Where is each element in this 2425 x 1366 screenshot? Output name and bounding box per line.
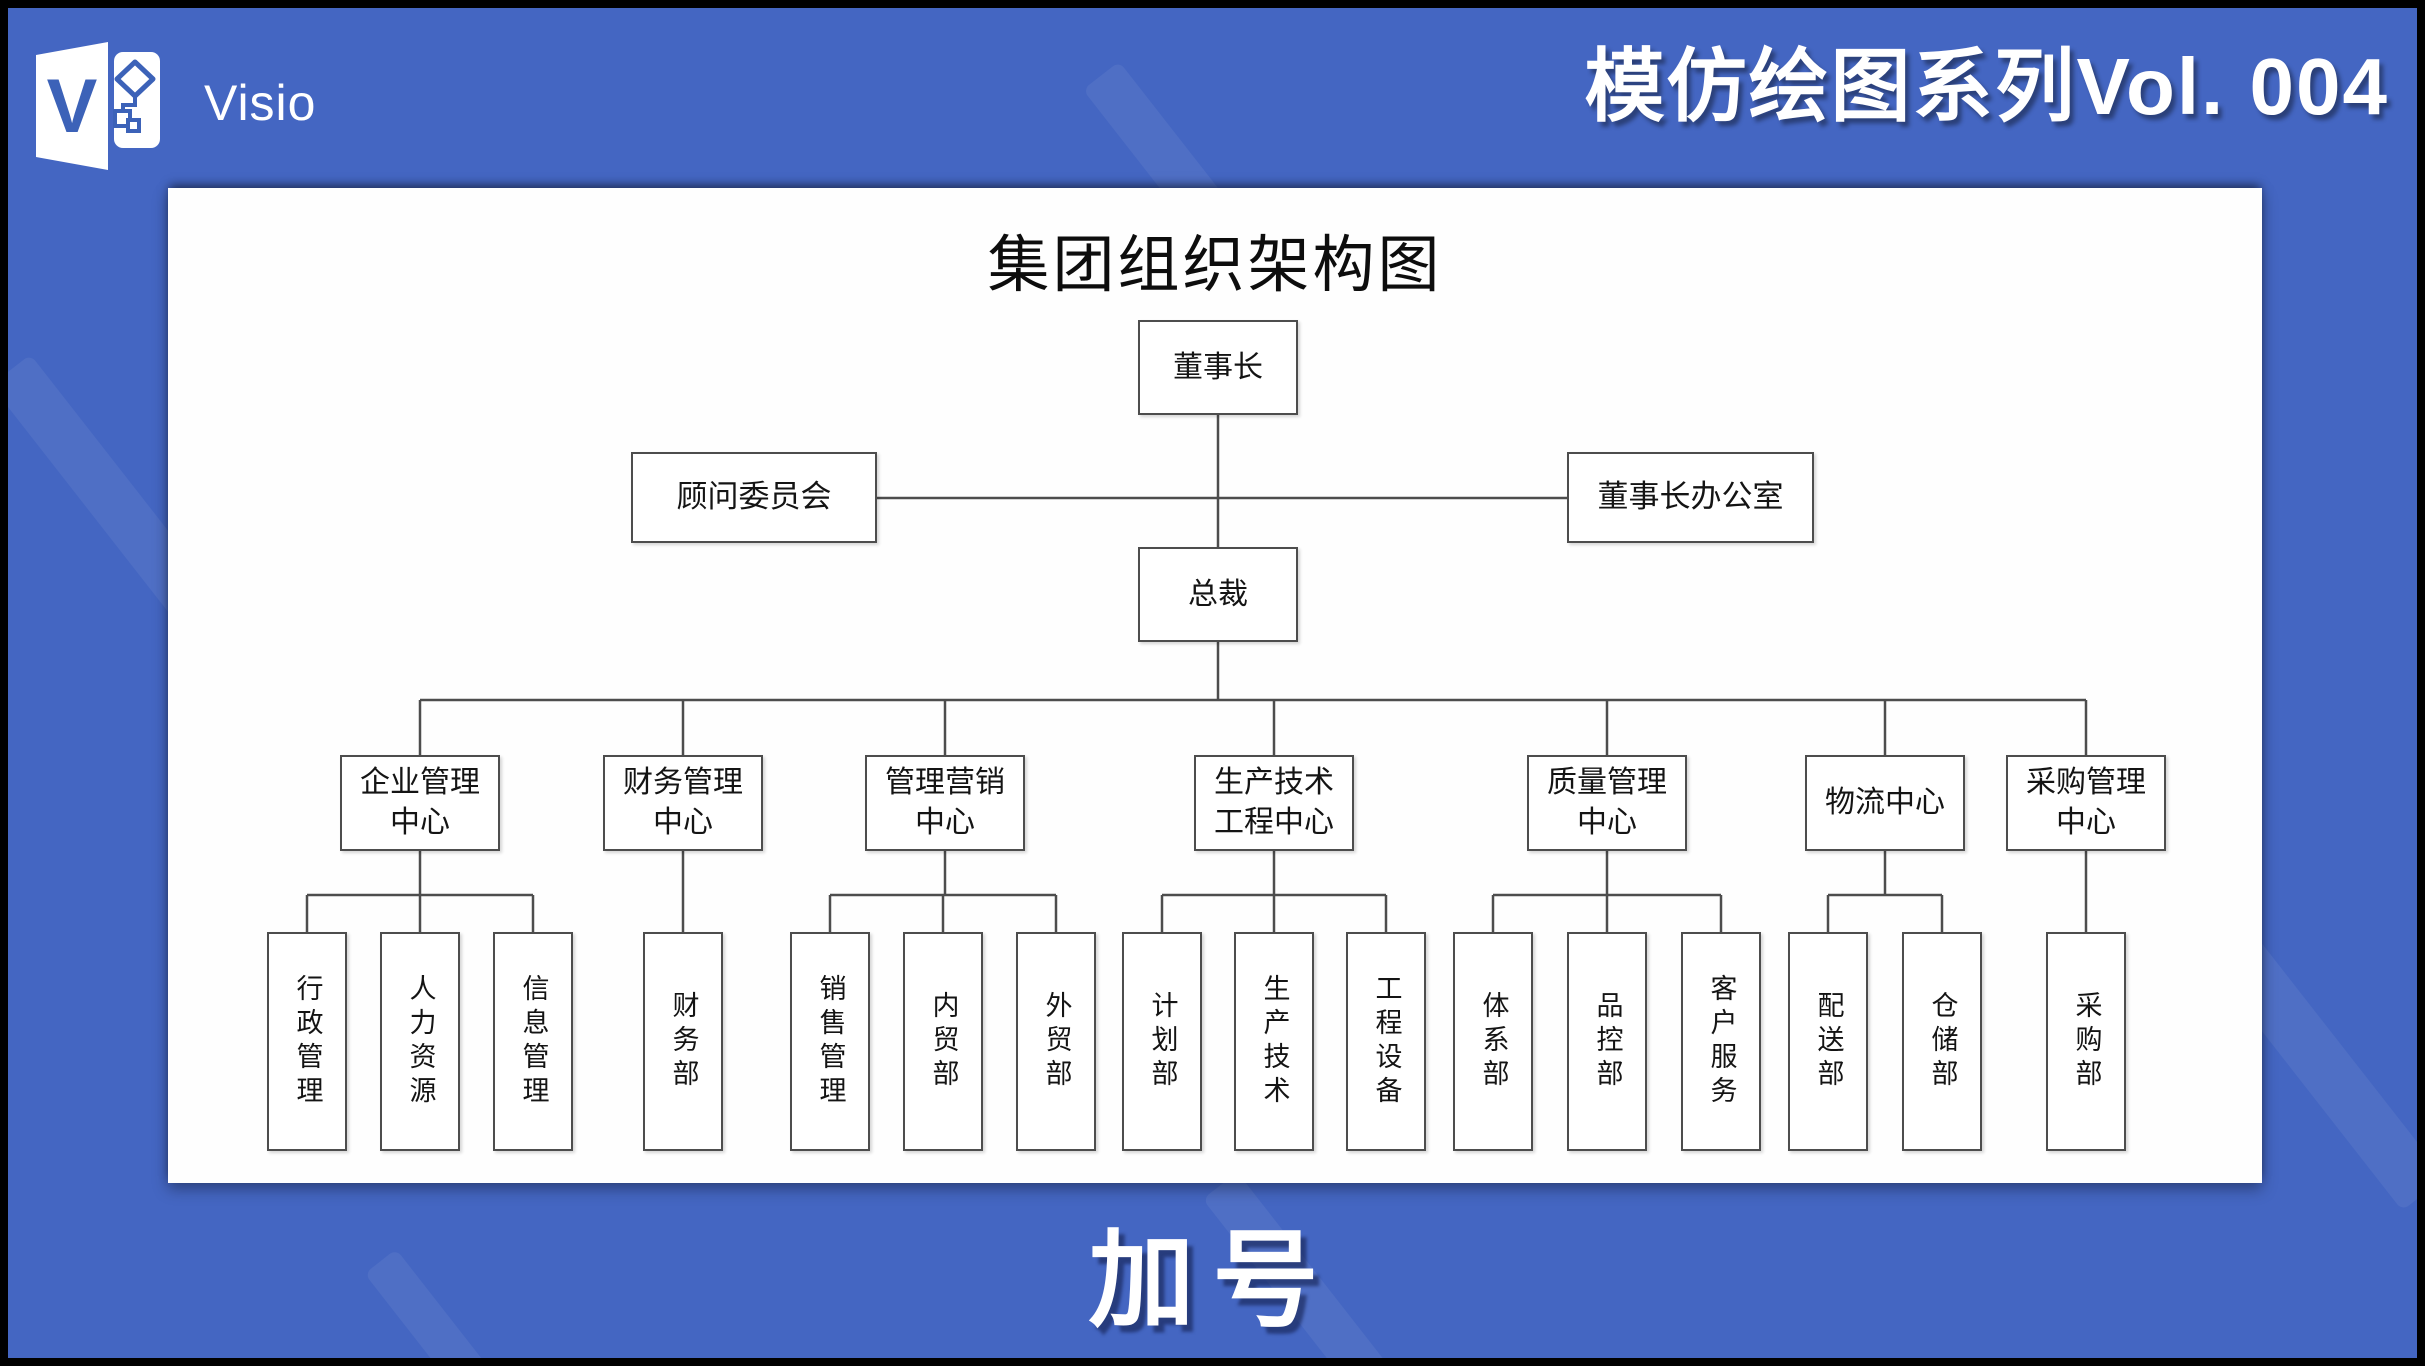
node-sales-management: 销售管理 [790,932,870,1151]
node-administration: 行政管理 [267,932,347,1151]
visio-logo-letter: V [47,64,98,149]
small-square-shape-icon [126,118,141,133]
node-quality-management-center: 质量管理 中心 [1527,755,1687,851]
connector-glyph [121,96,137,111]
node-engineering-equipment: 工程设备 [1346,932,1426,1151]
connector-lines [305,415,2088,932]
node-enterprise-management-center: 企业管理 中心 [340,755,500,851]
node-foreign-trade-dept: 外贸部 [1016,932,1096,1151]
org-chart-canvas: 集团组织架构图 董事长 顾问委员会 董事长办公室 总裁 企业管理 中心 财务管理… [168,188,2262,1183]
node-marketing-management-center: 管理营销 中心 [865,755,1025,851]
series-title: 模仿绘图系列Vol. 004 [1584,42,2389,131]
node-finance-management-center: 财务管理 中心 [603,755,763,851]
node-chairman: 董事长 [1138,320,1298,415]
node-chairman-office: 董事长办公室 [1567,452,1814,543]
node-advisory-committee: 顾问委员会 [631,452,877,543]
visio-fold-shape [36,42,108,170]
node-procurement-management-center: 采购管理 中心 [2006,755,2166,851]
visio-logo-icon: V [36,42,160,170]
node-domestic-trade-dept: 内贸部 [903,932,983,1151]
node-information-management: 信息管理 [493,932,573,1151]
node-distribution-dept: 配送部 [1788,932,1868,1151]
node-quality-control-dept: 品控部 [1567,932,1647,1151]
node-human-resources: 人力资源 [380,932,460,1151]
node-system-dept: 体系部 [1453,932,1533,1151]
node-president: 总裁 [1138,547,1298,642]
chart-title: 集团组织架构图 [987,231,1443,300]
node-customer-service: 客户服务 [1681,932,1761,1151]
brand-logo-text: 加号 [1088,1222,1337,1340]
node-procurement-dept: 采购部 [2046,932,2126,1151]
node-warehousing-dept: 仓储部 [1902,932,1982,1151]
visio-wordmark: Visio [204,75,317,131]
node-finance-dept: 财务部 [643,932,723,1151]
node-production-tech-engineering-center: 生产技术 工程中心 [1194,755,1354,851]
node-production-tech: 生产技术 [1234,932,1314,1151]
node-planning-dept: 计划部 [1122,932,1202,1151]
node-logistics-center: 物流中心 [1805,755,1965,851]
